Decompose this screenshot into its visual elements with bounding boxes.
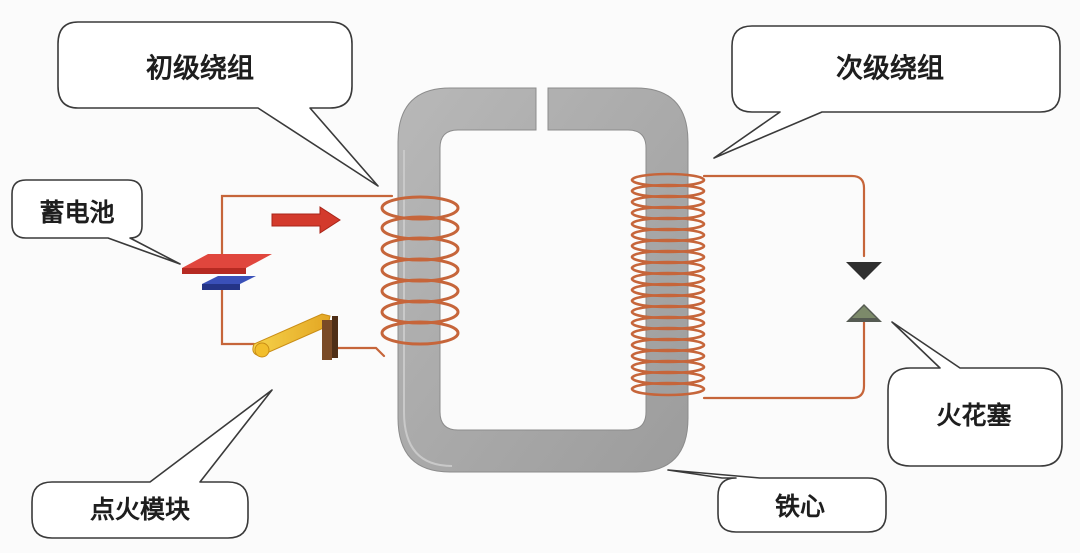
ignition-module-label: 点火模块	[89, 495, 191, 524]
callout-iron-core	[667, 469, 887, 533]
primary-coil-turn	[380, 195, 460, 221]
secondary-coil-turn	[630, 381, 706, 397]
current-arrow-icon	[271, 206, 341, 234]
ignition-module-contact	[252, 313, 338, 360]
spark-electrode-icon	[846, 262, 882, 322]
callout-spark-plug	[887, 321, 1063, 467]
callout-secondary-winding	[713, 25, 1061, 159]
iron-core-label: 铁心	[774, 492, 826, 521]
battery-icon	[182, 254, 272, 290]
spark-plug-label: 火花塞	[936, 401, 1012, 430]
primary-wire-top	[198, 194, 394, 264]
iron-core-highlight	[403, 150, 453, 467]
callout-battery	[11, 179, 181, 265]
iron-core	[397, 87, 689, 473]
secondary-wire-bottom	[702, 318, 866, 400]
primary-winding-label: 初级绕组	[146, 53, 254, 85]
battery-label: 蓄电池	[39, 198, 115, 227]
callout-ignition-module	[31, 389, 273, 539]
callout-primary-winding	[57, 21, 379, 187]
secondary-wire-top	[702, 174, 866, 258]
primary-wire-return	[328, 346, 386, 358]
primary-wire-bottom	[202, 284, 256, 346]
secondary-winding-label: 次级绕组	[836, 53, 944, 85]
primary-coil-turn	[380, 320, 460, 346]
